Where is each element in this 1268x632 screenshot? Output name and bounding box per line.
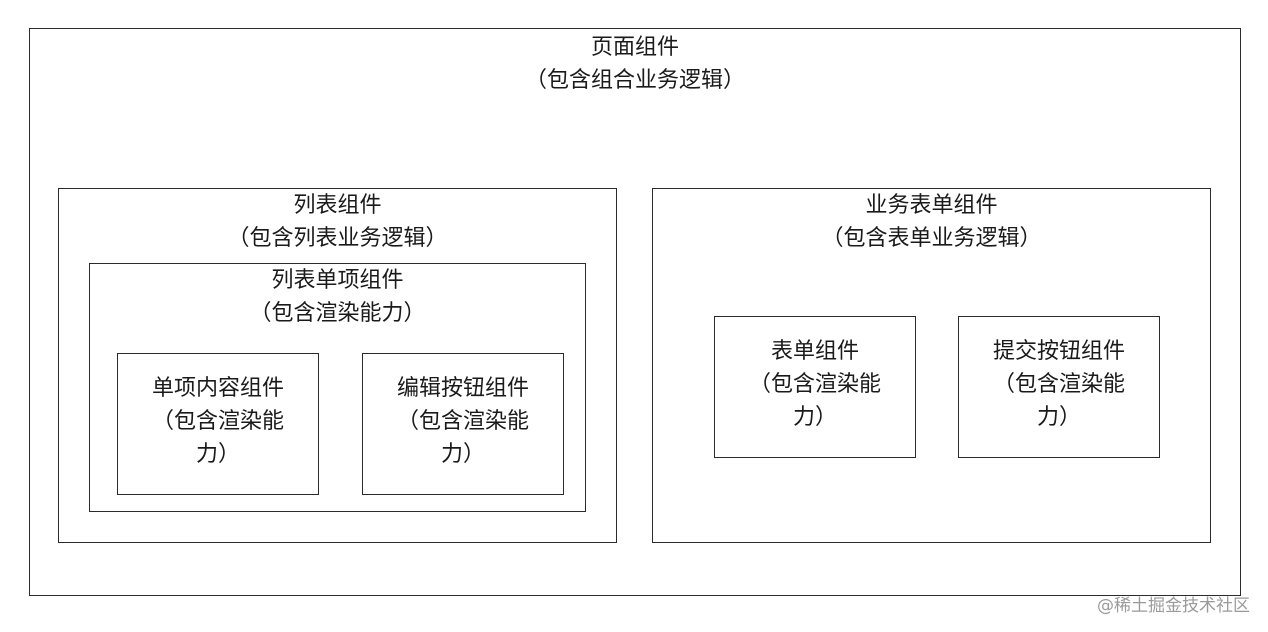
business-form-component-subtitle: （包含表单业务逻辑） bbox=[821, 226, 1042, 251]
item-content-line-2: （包含渲染能 bbox=[151, 409, 284, 434]
submit-button-component-label: 提交按钮组件 （包含渲染能 力） bbox=[959, 335, 1159, 434]
list-component-subtitle: （包含列表业务逻辑） bbox=[227, 226, 448, 251]
list-item-component-title: 列表单项组件 bbox=[271, 268, 404, 293]
page-component-subtitle: （包含组合业务逻辑） bbox=[524, 68, 745, 93]
edit-button-line-1: 编辑按钮组件 bbox=[396, 376, 529, 401]
page-component-label: 页面组件 （包含组合业务逻辑） bbox=[30, 31, 1240, 97]
item-content-component-label: 单项内容组件 （包含渲染能 力） bbox=[118, 372, 318, 471]
submit-button-line-3: 力） bbox=[1036, 405, 1081, 430]
form-line-1: 表单组件 bbox=[770, 339, 859, 364]
watermark: @稀土掘金技术社区 bbox=[1097, 596, 1250, 616]
submit-button-component-box: 提交按钮组件 （包含渲染能 力） bbox=[958, 316, 1160, 458]
submit-button-line-2: （包含渲染能 bbox=[992, 372, 1125, 397]
business-form-component-label: 业务表单组件 （包含表单业务逻辑） bbox=[653, 189, 1210, 255]
item-content-component-box: 单项内容组件 （包含渲染能 力） bbox=[117, 353, 319, 495]
business-form-component-title: 业务表单组件 bbox=[865, 193, 998, 218]
list-item-component-subtitle: （包含渲染能力） bbox=[249, 301, 426, 326]
submit-button-line-1: 提交按钮组件 bbox=[992, 339, 1125, 364]
edit-button-component-label: 编辑按钮组件 （包含渲染能 力） bbox=[363, 372, 563, 471]
list-component-title: 列表组件 bbox=[293, 193, 382, 218]
edit-button-component-box: 编辑按钮组件 （包含渲染能 力） bbox=[362, 353, 564, 495]
form-component-box: 表单组件 （包含渲染能 力） bbox=[714, 316, 916, 458]
form-line-3: 力） bbox=[792, 405, 837, 430]
item-content-line-1: 单项内容组件 bbox=[151, 376, 284, 401]
form-line-2: （包含渲染能 bbox=[748, 372, 881, 397]
list-item-component-label: 列表单项组件 （包含渲染能力） bbox=[90, 264, 585, 330]
edit-button-line-3: 力） bbox=[440, 442, 485, 467]
page-component-title: 页面组件 bbox=[590, 35, 679, 60]
list-component-label: 列表组件 （包含列表业务逻辑） bbox=[59, 189, 616, 255]
item-content-line-3: 力） bbox=[195, 442, 240, 467]
form-component-label: 表单组件 （包含渲染能 力） bbox=[715, 335, 915, 434]
edit-button-line-2: （包含渲染能 bbox=[396, 409, 529, 434]
